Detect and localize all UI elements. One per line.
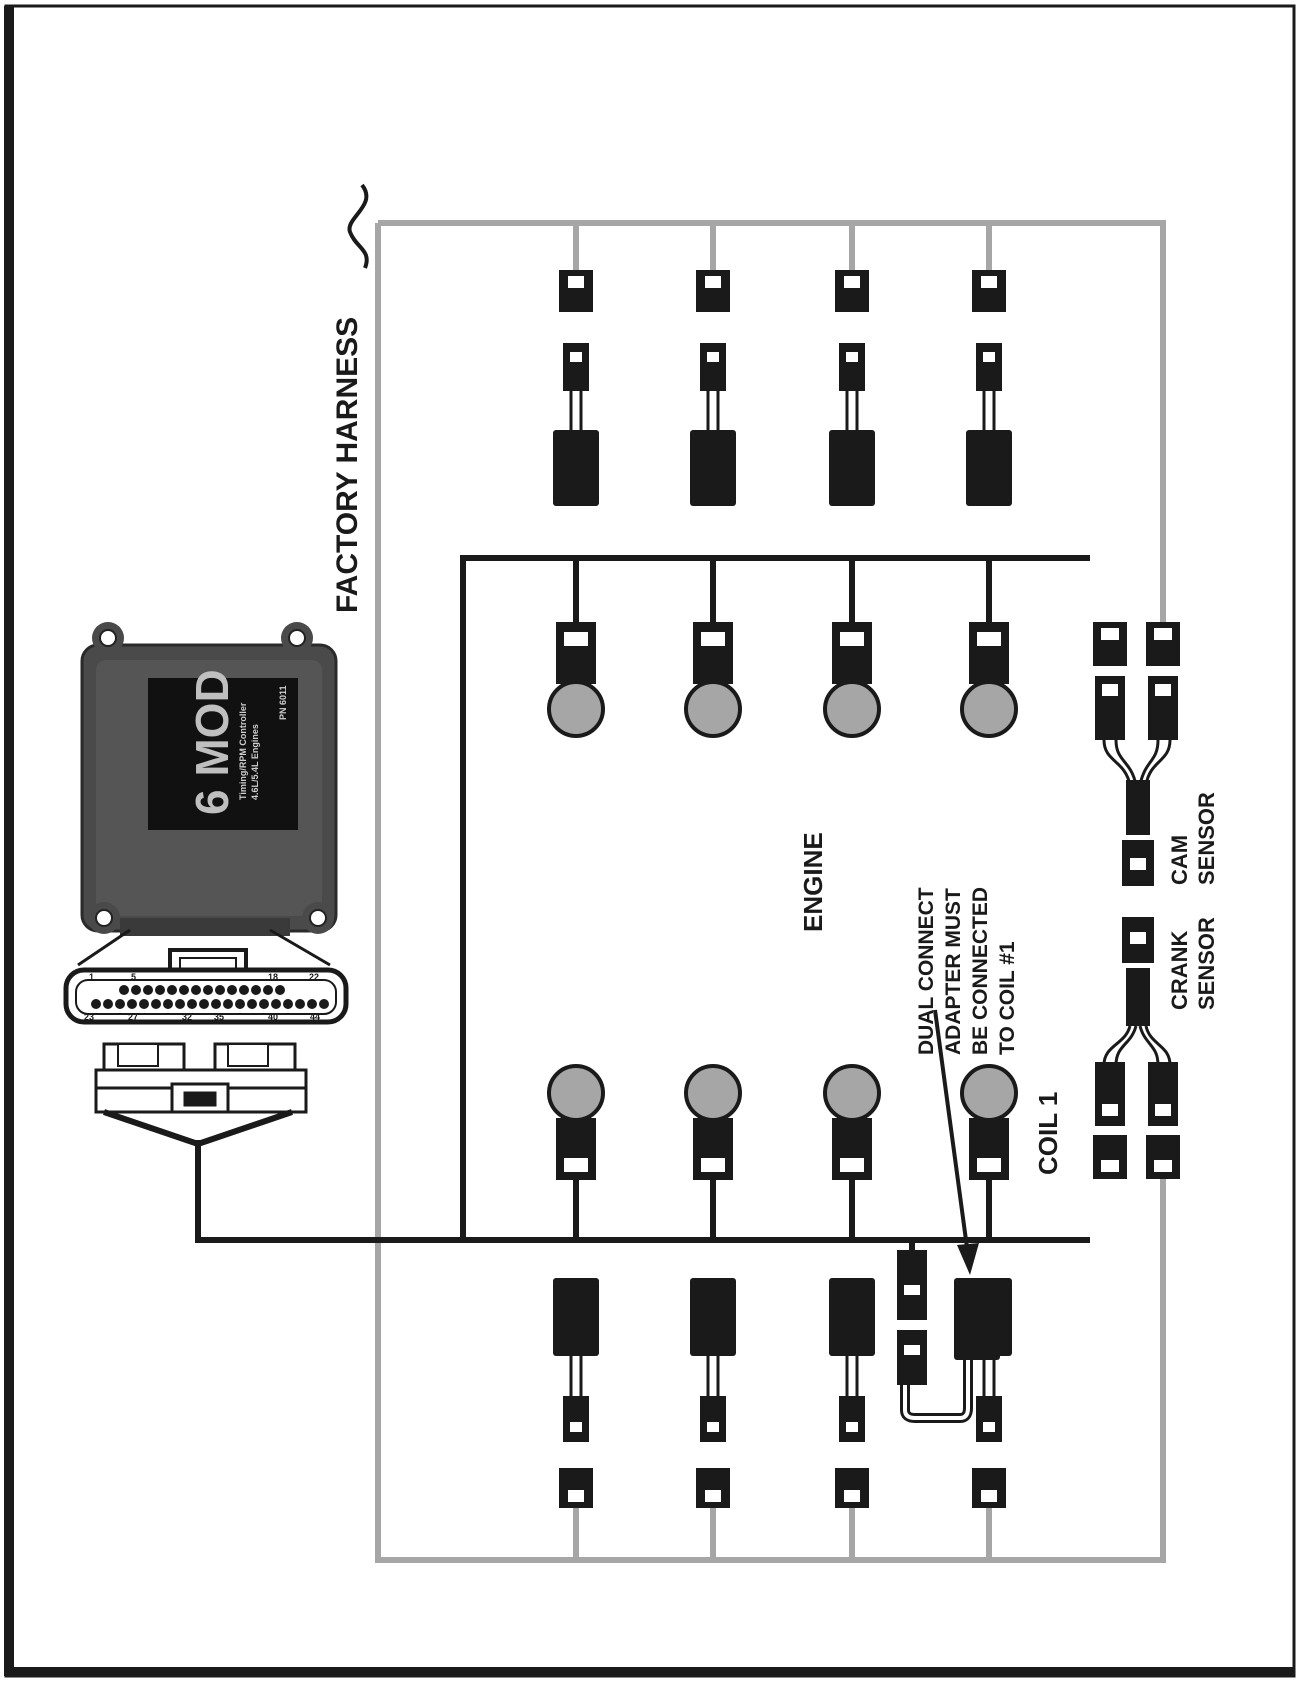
bottom-factory-connectors bbox=[559, 1468, 1006, 1508]
harness-break-mark bbox=[347, 183, 369, 269]
pin-27: 27 bbox=[128, 1012, 138, 1022]
connector-icon bbox=[696, 1468, 730, 1508]
module-description-2: 4.6L/5.4L Engines bbox=[250, 724, 260, 800]
note-line-4: TO COIL #1 bbox=[996, 941, 1019, 1055]
pin-5: 5 bbox=[131, 972, 136, 982]
spark-plug-boot-icon bbox=[823, 1064, 881, 1180]
ignition-coil-icon bbox=[553, 343, 599, 506]
note-arrow bbox=[933, 1009, 979, 1275]
connector-zoom-lines bbox=[77, 928, 331, 967]
connector-icon bbox=[835, 270, 869, 312]
ignition-coil-icon bbox=[829, 343, 875, 506]
spark-plug-boot-icon bbox=[823, 622, 881, 738]
crank-sensor-label-2: SENSOR bbox=[1194, 917, 1219, 1010]
cam-sensor-label-1: CAM bbox=[1167, 835, 1192, 885]
pin-32: 32 bbox=[182, 1012, 192, 1022]
coil-1-label: COIL 1 bbox=[1033, 1092, 1063, 1175]
ignition-coil-icon bbox=[690, 1278, 736, 1442]
pinout-connector: 1 5 18 22 23 27 32 35 40 44 bbox=[63, 948, 349, 1025]
connector-icon bbox=[972, 270, 1006, 312]
connector-icon bbox=[559, 270, 593, 312]
module-description-1: Timing/RPM Controller bbox=[238, 702, 248, 800]
module-brand: 6 MOD bbox=[186, 669, 238, 815]
ignition-module-icon: 6 MOD Timing/RPM Controller 4.6L/5.4L En… bbox=[80, 622, 338, 936]
dual-connect-adapter bbox=[897, 1250, 1000, 1423]
module-part-number: PN 6011 bbox=[278, 685, 288, 720]
spark-plug-boot-icon bbox=[684, 1064, 742, 1180]
crank-sensor-label-1: CRANK bbox=[1167, 930, 1192, 1010]
pin-44: 44 bbox=[310, 1012, 320, 1022]
ignition-coil-icon bbox=[966, 343, 1012, 506]
spark-plug-boot-icon bbox=[547, 622, 605, 738]
spark-plug-boot-icon bbox=[960, 622, 1018, 738]
pin-23: 23 bbox=[84, 1012, 94, 1022]
pin-18: 18 bbox=[268, 972, 278, 982]
factory-harness-wiring bbox=[375, 220, 1166, 1563]
crank-sensor-splitter bbox=[1093, 917, 1180, 1179]
note-line-1: DUAL CONNECT bbox=[915, 887, 938, 1055]
connector-icon bbox=[559, 1468, 593, 1508]
spark-plug-boot-icon bbox=[684, 622, 742, 738]
pin-35: 35 bbox=[214, 1012, 224, 1022]
top-factory-coils bbox=[553, 343, 1012, 506]
spark-plug-boot-icon bbox=[960, 1064, 1018, 1180]
cam-sensor-label-2: SENSOR bbox=[1194, 792, 1219, 885]
connector-icon bbox=[835, 1468, 869, 1508]
spark-plug-boot-icon bbox=[547, 1064, 605, 1180]
pin-40: 40 bbox=[268, 1012, 278, 1022]
factory-harness-label: FACTORY HARNESS bbox=[331, 317, 364, 613]
connector-icon bbox=[972, 1468, 1006, 1508]
top-engine-coils bbox=[547, 622, 1018, 738]
engine-label: ENGINE bbox=[798, 832, 828, 932]
harness-plug bbox=[94, 1042, 308, 1114]
connector-icon bbox=[696, 270, 730, 312]
ignition-coil-icon bbox=[553, 1278, 599, 1442]
note-line-3: BE CONNECTED bbox=[969, 887, 992, 1055]
pin-1: 1 bbox=[89, 972, 94, 982]
msd-harness-wiring bbox=[195, 555, 1090, 1255]
bottom-engine-coils bbox=[547, 1064, 1018, 1180]
top-factory-connectors bbox=[559, 270, 1006, 312]
cam-sensor-splitter bbox=[1093, 622, 1180, 886]
note-line-2: ADAPTER MUST bbox=[942, 888, 965, 1055]
pin-22: 22 bbox=[309, 972, 319, 982]
ignition-coil-icon bbox=[829, 1278, 875, 1442]
ignition-coil-icon bbox=[690, 343, 736, 506]
harness-plug-leads bbox=[103, 1109, 293, 1148]
